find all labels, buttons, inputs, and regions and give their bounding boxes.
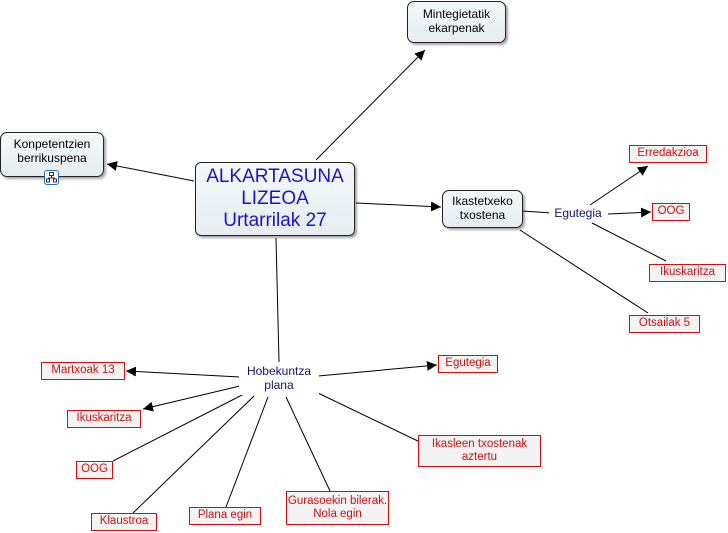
link-hobekuntza-martxoak xyxy=(125,366,241,378)
link-hobekuntza-klaustroa xyxy=(132,395,255,514)
link-hobekuntza-plana xyxy=(225,396,269,508)
link-center-hobekuntza xyxy=(275,237,280,363)
node-ikastetxeko[interactable]: Ikastetxeko txostena xyxy=(442,190,523,228)
leaf-oog-right[interactable]: OOG xyxy=(652,203,690,221)
leaf-egutegia-left[interactable]: Egutegia xyxy=(438,355,498,373)
link-hobekuntza-gurasoekin xyxy=(285,396,331,492)
leaf-otsailak[interactable]: Otsailak 5 xyxy=(629,315,700,333)
leaf-klaustroa[interactable]: Klaustroa xyxy=(91,513,157,531)
link-egutegia-oog xyxy=(607,207,652,218)
link-center-konpetentzien xyxy=(106,161,195,182)
link-ikastetxeko-otsailak xyxy=(519,229,649,314)
link-hobekuntza-ikasleen xyxy=(317,392,423,444)
leaf-erredakzioa[interactable]: Erredakzioa xyxy=(629,145,707,163)
leaf-gurasoekin[interactable]: Gurasoekin bilerak. Nola egin xyxy=(286,491,389,525)
label-egutegia[interactable]: Egutegia xyxy=(549,206,607,222)
label-hobekuntza[interactable]: Hobekuntza plana xyxy=(239,363,319,395)
leaf-martxoak[interactable]: Martxoak 13 xyxy=(41,362,125,380)
leaf-ikuskaritza-left[interactable]: Ikuskaritza xyxy=(67,410,141,428)
link-hobekuntza-ikuskaritza xyxy=(142,385,241,412)
link-center-mintegietatik xyxy=(315,49,426,161)
attachment-icon[interactable] xyxy=(44,170,59,185)
link-hobekuntza-oog xyxy=(112,393,245,462)
link-center-ikastetxeko xyxy=(355,201,442,212)
leaf-ikuskaritza-right[interactable]: Ikuskaritza xyxy=(649,264,726,282)
link-hobekuntza-egutegia xyxy=(317,360,438,377)
node-mintegietatik[interactable]: Mintegietatik ekarpenak xyxy=(407,1,506,43)
leaf-oog-left[interactable]: OOG xyxy=(76,461,113,479)
leaf-ikasleen[interactable]: Ikasleen txostenak aztertu xyxy=(418,435,541,467)
link-ikastetxeko-egutegia xyxy=(521,210,553,214)
leaf-plana-egin[interactable]: Plana egin xyxy=(189,507,261,525)
attachment-icon-graphic xyxy=(46,172,57,183)
node-konpetentzien[interactable]: Konpetentzien berrikuspena xyxy=(0,132,104,177)
link-egutegia-erredakzioa xyxy=(589,165,649,206)
link-egutegia-ikuskaritza xyxy=(591,222,667,262)
central-topic[interactable]: ALKARTASUNA LIZEOA Urtarrilak 27 xyxy=(195,162,355,236)
